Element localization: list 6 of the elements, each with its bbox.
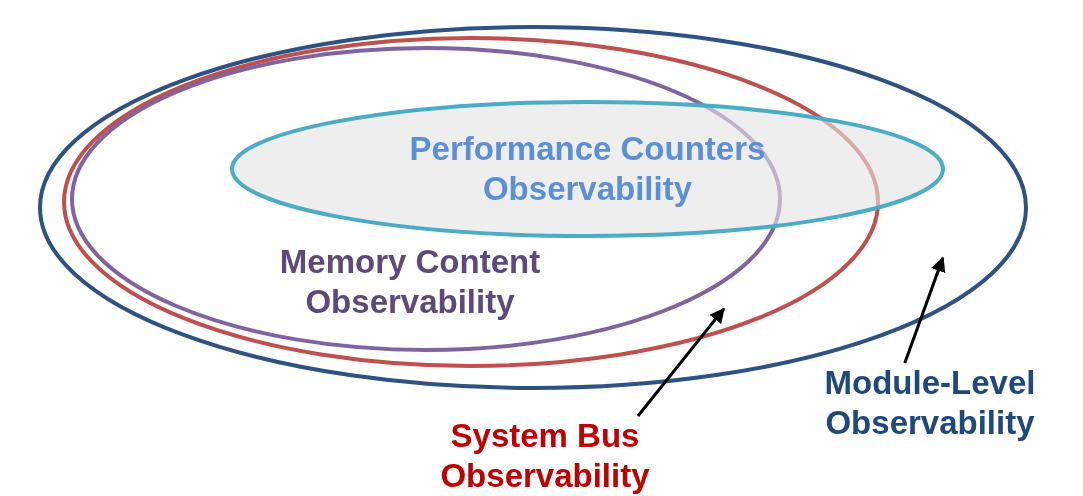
region-label: Performance Counters Observability — [408, 129, 767, 209]
callout-label: Module-Level Observability — [823, 363, 1037, 443]
arrow — [636, 307, 725, 417]
callout-label: System Bus Observability — [439, 416, 651, 496]
region-label: Memory Content Observability — [278, 242, 542, 322]
arrow — [903, 256, 946, 364]
